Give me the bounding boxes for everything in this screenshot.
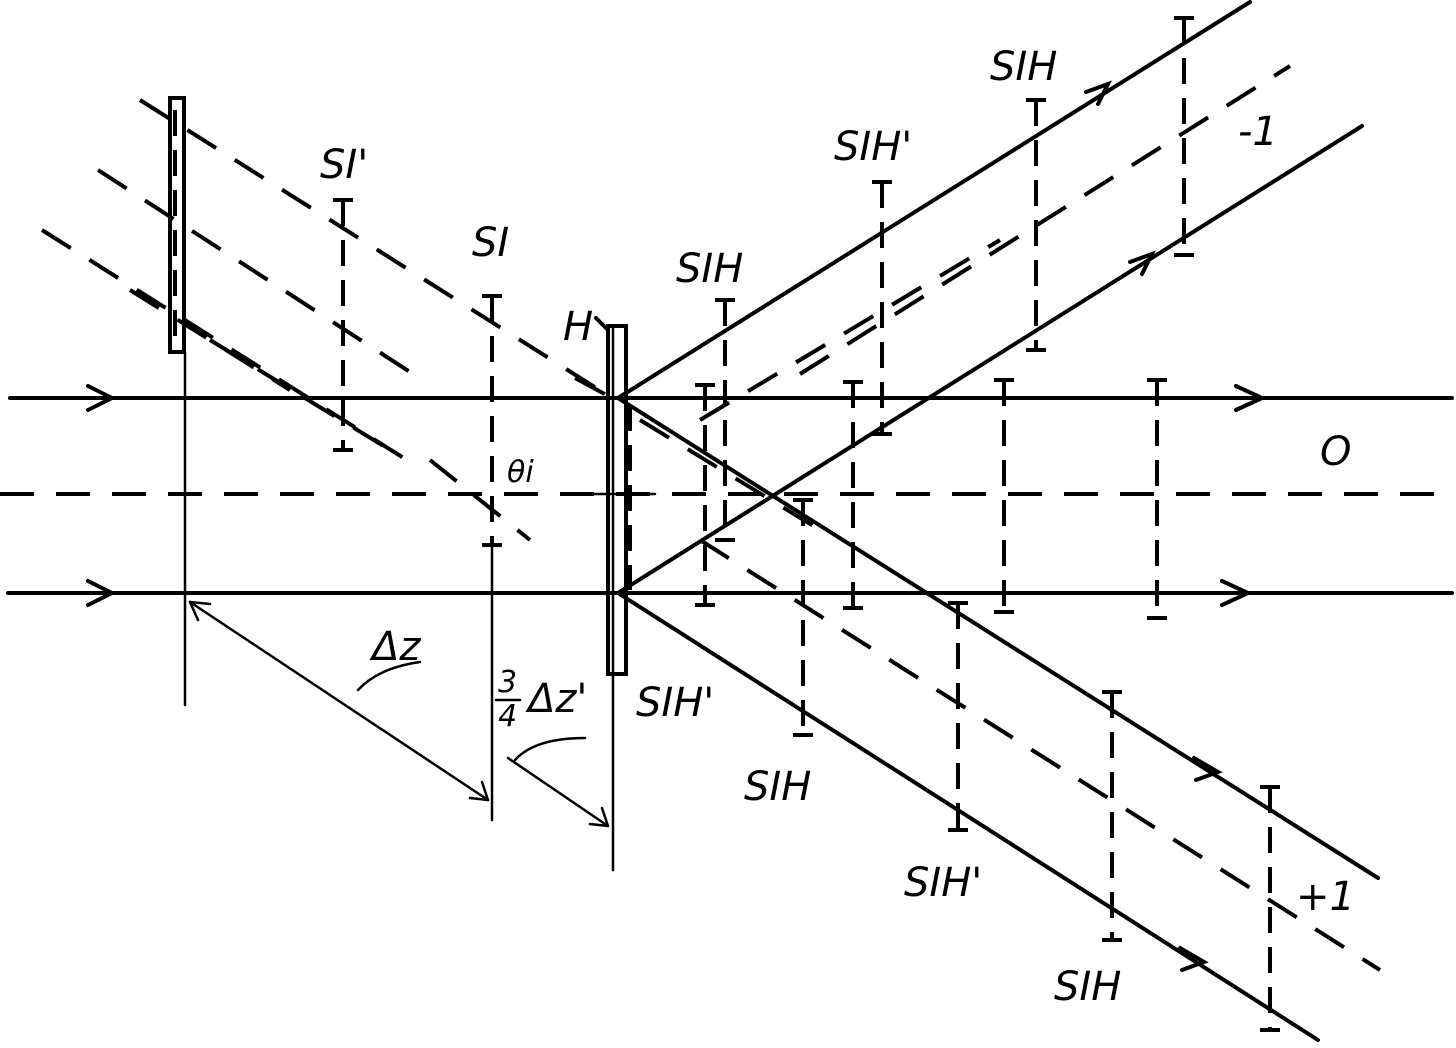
label-sih-bottom: SIH <box>1054 964 1121 1010</box>
label-si: SI <box>472 220 509 266</box>
label-order-plus-1: +1 <box>1296 874 1355 920</box>
label-order-0: O <box>1320 429 1351 475</box>
label-sih-top-small: SIH <box>676 246 743 292</box>
label-sih-prime-top: SIH' <box>834 124 912 170</box>
label-order-minus-1: -1 <box>1238 109 1278 155</box>
arrow-right-icon <box>1234 384 1267 412</box>
hologram-plate <box>594 316 632 872</box>
dimension-lines <box>188 492 657 828</box>
horizontal-beams <box>0 384 1456 607</box>
object-plane <box>168 96 187 707</box>
label-sih-mid: SIH <box>744 764 811 810</box>
labels: SI' SI SIH SIH' SIH H -1 O +1 θi Δz 3 4 … <box>320 44 1355 1010</box>
arrow-right-icon <box>1220 579 1253 607</box>
label-si-prime: SI' <box>320 142 368 188</box>
delta-z-prime-dimension <box>506 756 610 828</box>
arrow-down-right-icon <box>1192 756 1223 782</box>
label-sih-top-right: SIH <box>990 44 1057 90</box>
plus-one-order-rays <box>616 396 1382 1042</box>
delta-z-dimension <box>188 600 490 802</box>
label-fraction-denominator: 4 <box>498 699 517 734</box>
label-theta: θi <box>507 455 534 490</box>
image-plane-si-prime <box>333 198 353 452</box>
arrow-up-right-icon <box>1084 80 1113 106</box>
arrow-up-right-icon <box>1128 250 1157 276</box>
label-sih-prime-mid: SIH' <box>636 680 714 726</box>
incoming-dashed-rays <box>40 98 614 542</box>
right-image-planes <box>695 16 1280 1032</box>
label-h: H <box>563 304 593 350</box>
label-delta-z-prime: Δz' <box>525 676 587 722</box>
delta-z-prime-leader <box>513 736 587 762</box>
label-fraction-numerator: 3 <box>498 665 517 700</box>
minus-one-order-rays <box>616 0 1364 595</box>
image-plane-si <box>482 294 502 822</box>
arrow-right-icon <box>86 384 117 412</box>
delta-z-leader <box>356 660 422 692</box>
label-delta-z: Δz <box>369 624 421 670</box>
label-sih-prime-bottom: SIH' <box>904 860 982 906</box>
arrow-down-right-icon <box>1178 946 1209 972</box>
arrow-right-icon <box>86 579 117 607</box>
